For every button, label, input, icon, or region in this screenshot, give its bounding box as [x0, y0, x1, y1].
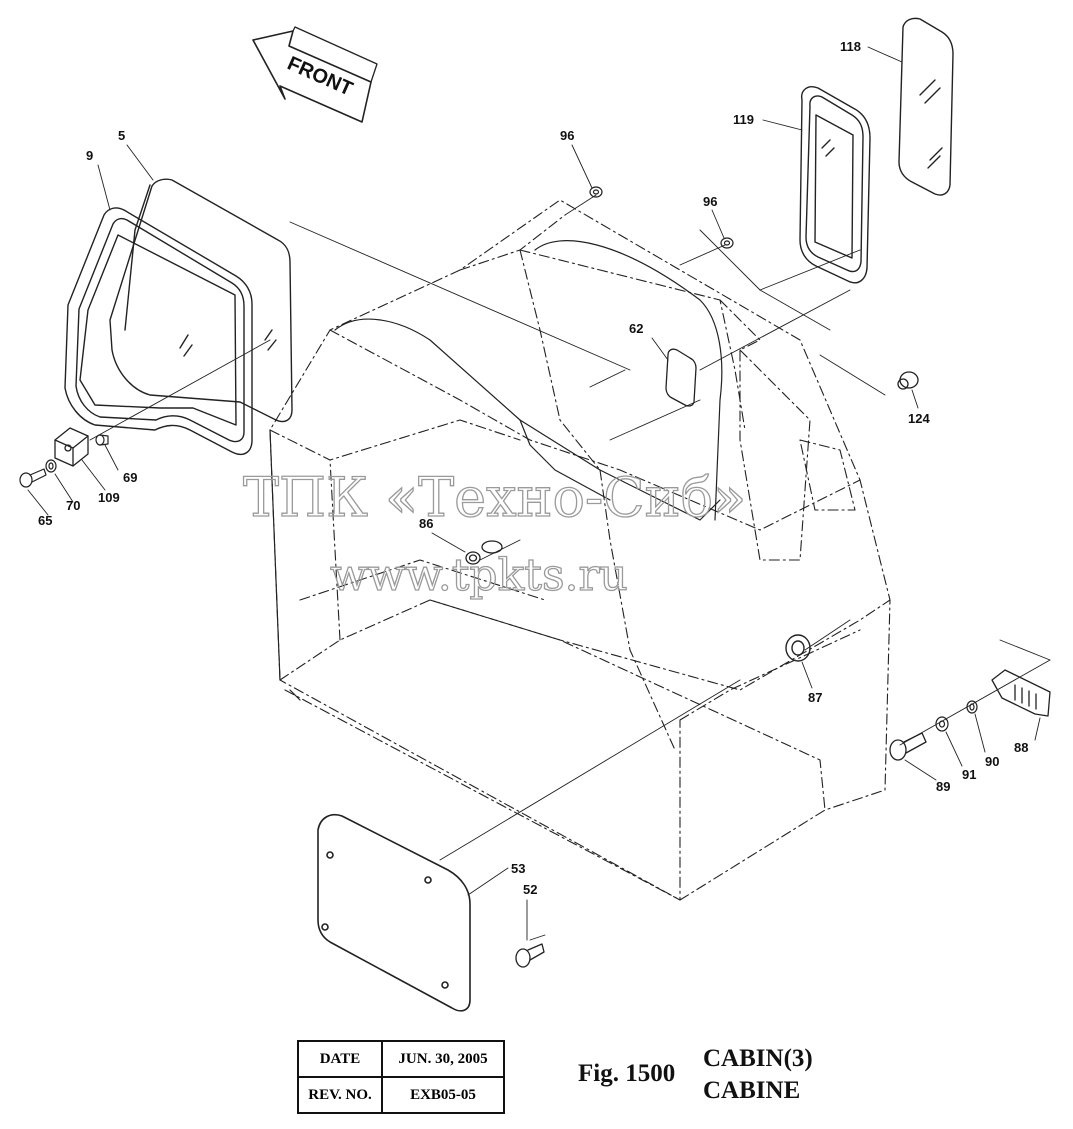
callout-53: 53: [511, 861, 525, 876]
callout-5: 5: [118, 128, 125, 143]
callout-109: 109: [98, 490, 120, 505]
watermark-line-1: ТПК «Техно-Сиб»: [243, 466, 746, 529]
callout-leaders: [27, 46, 1041, 941]
rev-value: EXB05-05: [381, 1076, 505, 1114]
part-119-seal: [799, 86, 871, 284]
callout-91: 91: [962, 767, 976, 782]
callout-70: 70: [66, 498, 80, 513]
callout-88: 88: [1014, 740, 1028, 755]
ring-87: [785, 634, 811, 662]
rev-label: REV. NO.: [297, 1076, 383, 1114]
bolt-89: [889, 732, 927, 761]
watermark-line-2: www.tpkts.ru: [330, 550, 628, 601]
callout-86: 86: [419, 516, 433, 531]
callout-9: 9: [86, 148, 93, 163]
figure-number: Fig. 1500: [578, 1060, 676, 1087]
part-62-pad: [665, 348, 697, 407]
washer-70: [45, 459, 57, 473]
washer-96-a: [589, 186, 603, 198]
callout-124: 124: [908, 411, 930, 426]
callout-96-a: 96: [560, 128, 574, 143]
callout-96-b: 96: [703, 194, 717, 209]
callout-52: 52: [523, 882, 537, 897]
callout-87: 87: [808, 690, 822, 705]
callout-labels: 118 119 9 5 96 96 62 124 69 109 70 65 86…: [38, 39, 1028, 897]
grommet-124: [897, 371, 919, 390]
bushing-86: [465, 540, 503, 565]
cabin-outline: [269, 240, 723, 701]
cover-53: [317, 814, 471, 1012]
pin-69: [95, 434, 109, 446]
callout-89: 89: [936, 779, 950, 794]
callout-119: 119: [733, 112, 754, 127]
title-french: CABINE: [703, 1077, 801, 1104]
title-english: CABIN(3): [703, 1045, 813, 1072]
part-118-glass: [898, 17, 954, 196]
latch-109: [54, 427, 89, 467]
handle-88: [991, 669, 1051, 717]
callout-65: 65: [38, 513, 52, 528]
date-label: DATE: [297, 1040, 383, 1078]
washer-90: [966, 700, 978, 714]
callout-90: 90: [985, 754, 999, 769]
date-value: JUN. 30, 2005: [381, 1040, 505, 1078]
washer-91: [935, 716, 949, 732]
figure-titles: CABIN(3) CABINE: [703, 1043, 813, 1107]
fastener-52: [515, 943, 545, 968]
title-block: DATE JUN. 30, 2005 REV. NO. EXB05-05: [297, 1040, 505, 1114]
callout-118: 118: [840, 39, 861, 54]
watermark: ТПК «Техно-Сиб» www.tpkts.ru: [242, 465, 746, 601]
part-9-seal: [64, 207, 253, 456]
washer-96-b: [720, 237, 734, 249]
callout-62: 62: [629, 321, 643, 336]
bolt-65: [19, 468, 47, 488]
part-5-glass: [109, 178, 293, 423]
leader-lines: [89, 194, 1051, 941]
callout-69: 69: [123, 470, 137, 485]
front-arrow: FRONT: [252, 26, 378, 123]
